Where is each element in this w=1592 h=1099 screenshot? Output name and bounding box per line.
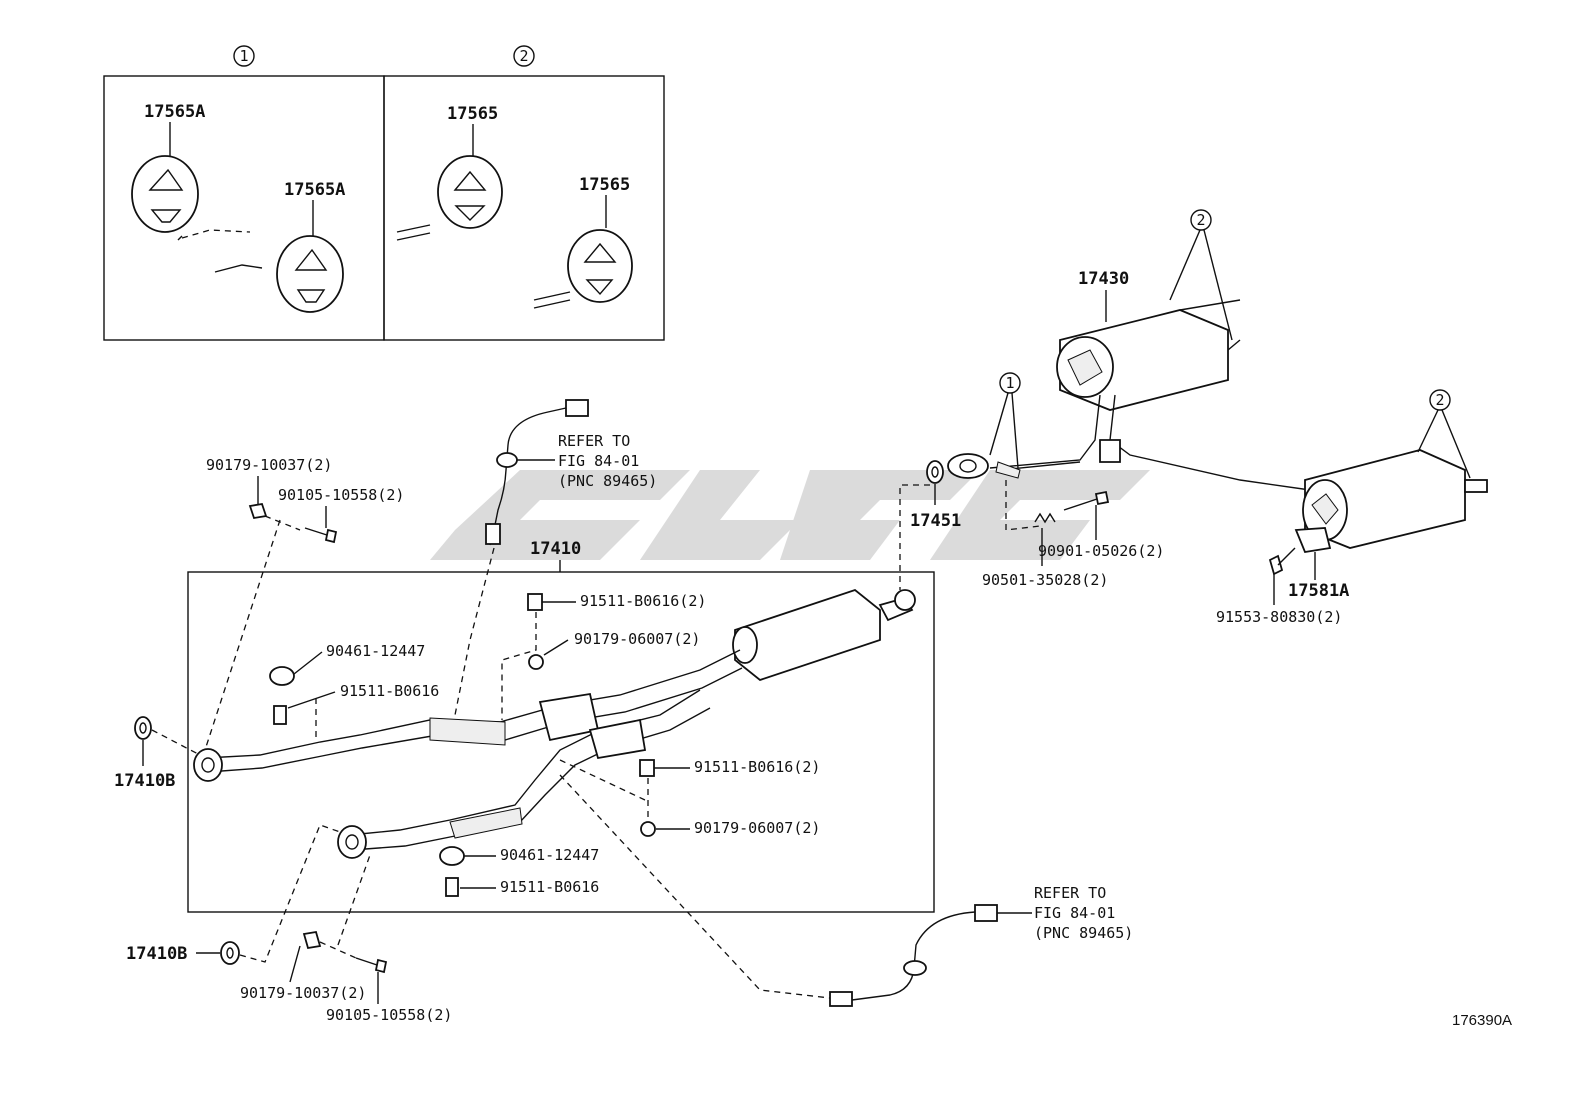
- bracket-icon: [1294, 527, 1332, 554]
- refer-top-line1: REFER TO: [558, 432, 630, 450]
- clamp-icon: [269, 666, 295, 686]
- front-pipe-assembly: 17410 90461-12447 91511-B0616: [187, 399, 935, 913]
- refer-bottom-line3: (PNC 89465): [1034, 924, 1133, 942]
- part-17581A-label: 17581A: [1288, 581, 1349, 601]
- part-91553-80830-label: 91553-80830(2): [1216, 608, 1342, 626]
- nut-icon: [302, 930, 322, 950]
- lower-oxygen-sensor: REFER TO FIG 84-01 (PNC 89465): [559, 774, 1133, 1007]
- bolt-icon: [1268, 547, 1296, 576]
- part-91511-B0616-a-label: 91511-B0616: [340, 682, 439, 700]
- part-91511-B0616-2a-label: 91511-B0616(2): [580, 592, 706, 610]
- part-90105-10558-top-label: 90105-10558(2): [278, 486, 404, 504]
- part-17430-label: 17430: [1078, 269, 1129, 289]
- nut-icon: [528, 654, 544, 670]
- inset-2-label-a: 17565: [447, 104, 498, 124]
- part-90461-12447-a-label: 90461-12447: [326, 642, 425, 660]
- part-90105-10558-bot-label: 90105-10558(2): [326, 1006, 452, 1024]
- inset-panels: 1 2 17565A 17565A 17565 17565: [103, 45, 665, 341]
- part-90179-06007-a-label: 90179-06007(2): [574, 630, 700, 648]
- hanger-icon: [131, 155, 199, 233]
- rear-muffler-assembly: 17430 2 1 2: [899, 209, 1488, 626]
- inset-1-label-b: 17565A: [284, 180, 345, 200]
- part-90179-10037-top-label: 90179-10037(2): [206, 456, 332, 474]
- part-90179-10037-bot-label: 90179-10037(2): [240, 984, 366, 1002]
- part-17410B-1-label: 17410B: [114, 771, 175, 791]
- bolt-icon: [355, 957, 388, 974]
- part-90501-35028-label: 90501-35028(2): [982, 571, 1108, 589]
- bolt-icon: [304, 527, 338, 544]
- spring-icon: [1034, 512, 1056, 524]
- clamp-icon: [439, 846, 465, 866]
- assembly-box: [187, 571, 935, 913]
- left-fasteners: 90179-10037(2) 90105-10558(2) 17410B 174…: [114, 456, 452, 1024]
- gasket-icon: [926, 460, 944, 484]
- inset-1-index: 1: [239, 47, 248, 65]
- part-91511-B0616-b-label: 91511-B0616: [500, 878, 599, 896]
- inset-1-label-a: 17565A: [144, 102, 205, 122]
- bolt-icon: [639, 759, 655, 777]
- nut-icon: [640, 821, 656, 837]
- oxygen-sensor-icon: [485, 399, 589, 546]
- bolt-icon: [527, 593, 543, 611]
- part-91511-B0616-2b-label: 91511-B0616(2): [694, 758, 820, 776]
- part-90901-05026-label: 90901-05026(2): [1038, 542, 1164, 560]
- part-17451-label: 17451: [910, 511, 961, 531]
- bolt-icon: [445, 877, 459, 897]
- hanger-icon: [276, 235, 344, 313]
- callout-2-right: 2: [1435, 391, 1444, 409]
- gasket-icon: [220, 941, 240, 965]
- gasket-icon: [134, 716, 152, 740]
- nut-icon: [248, 502, 268, 520]
- refer-bottom-line2: FIG 84-01: [1034, 904, 1115, 922]
- refer-top-line2: FIG 84-01: [558, 452, 639, 470]
- hanger-icon: [567, 229, 633, 303]
- refer-bottom-line1: REFER TO: [1034, 884, 1106, 902]
- bolt-icon: [1063, 490, 1110, 511]
- oxygen-sensor-icon: [829, 904, 998, 1007]
- part-90461-12447-b-label: 90461-12447: [500, 846, 599, 864]
- inset-2-index: 2: [519, 47, 528, 65]
- bolt-icon: [273, 705, 287, 725]
- hanger-icon: [437, 155, 503, 229]
- figure-code: 176390A: [1452, 1012, 1512, 1029]
- part-17410B-2-label: 17410B: [126, 944, 187, 964]
- part-17410-label: 17410: [530, 539, 581, 559]
- callout-1-flange: 1: [1005, 374, 1014, 392]
- refer-top-line3: (PNC 89465): [558, 472, 657, 490]
- callout-2-top: 2: [1196, 211, 1205, 229]
- part-90179-06007-b-label: 90179-06007(2): [694, 819, 820, 837]
- inset-2-label-b: 17565: [579, 175, 630, 195]
